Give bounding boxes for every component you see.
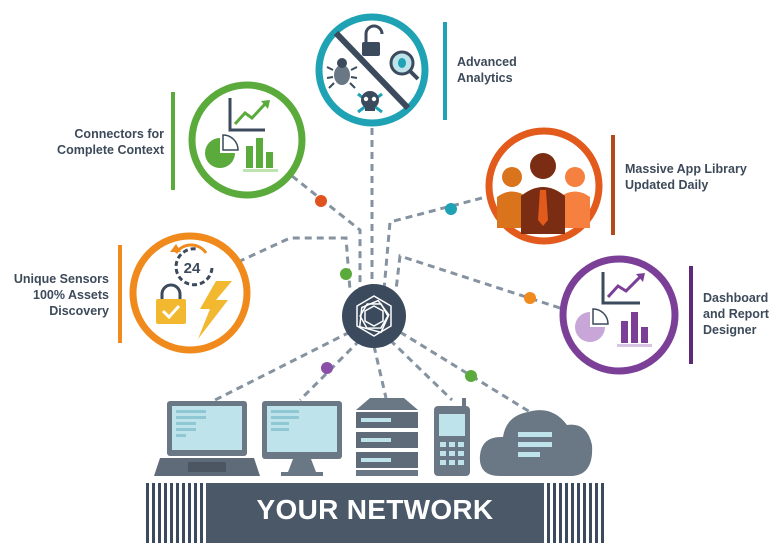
dashboard-label-line3: Designer <box>703 323 757 337</box>
skull-crossbones-icon <box>357 91 383 114</box>
clock-number: 24 <box>184 260 201 277</box>
bar-chart-icon <box>617 312 652 347</box>
dashboard-circle <box>559 255 679 375</box>
analytics-label: Advanced Analytics <box>457 54 567 86</box>
line-dashboard <box>394 254 561 310</box>
lightning-bolt-icon <box>198 281 232 339</box>
magnifier-bug-icon <box>389 50 420 81</box>
connectors-label-line2: Complete Context <box>57 143 164 157</box>
dashboard-label-line1: Dashboard <box>703 291 769 305</box>
line-sensors <box>237 236 352 291</box>
connectors-circle <box>188 81 306 199</box>
pie-chart-icon <box>205 134 239 168</box>
app-library-accent-bar <box>611 135 615 235</box>
dot-orange <box>524 292 536 304</box>
people-group-icon <box>497 153 590 234</box>
app-library-label: Massive App Library Updated Daily <box>625 161 775 193</box>
dashboard-accent-bar <box>689 266 693 364</box>
bar-chart-icon <box>243 138 278 172</box>
pie-chart-icon <box>575 308 609 342</box>
bug-icon <box>326 58 358 89</box>
line-chart-icon <box>601 272 645 305</box>
app-library-label-line2: Updated Daily <box>625 178 709 192</box>
sensors-accent-bar <box>118 245 122 343</box>
line-app-library <box>382 196 483 291</box>
laptop-icon <box>154 401 260 476</box>
sensors-label-line2: 100% Assets <box>33 288 109 302</box>
analytics-label-line2: Analytics <box>457 71 513 85</box>
dot-green-2 <box>465 370 477 382</box>
dot-teal <box>445 203 457 215</box>
analytics-circle <box>315 13 429 127</box>
dot-purple <box>321 362 333 374</box>
analytics-label-line1: Advanced <box>457 55 517 69</box>
sensors-label: Unique Sensors 100% Assets Discovery <box>4 271 109 319</box>
monitor-icon <box>262 401 342 476</box>
dashboard-label-line2: and Report <box>703 307 769 321</box>
line-connectors <box>291 174 362 290</box>
dot-green <box>340 268 352 280</box>
unlocked-padlock-icon <box>362 24 384 56</box>
network-label: YOUR NETWORK <box>256 494 494 525</box>
connectors-accent-bar <box>171 92 175 190</box>
banner-stripes-right <box>547 483 604 543</box>
banner-stripes-left <box>146 483 203 543</box>
app-library-circle <box>485 127 603 245</box>
line-laptop <box>214 330 351 402</box>
line-server <box>372 345 388 399</box>
sensors-label-line3: Discovery <box>49 304 109 318</box>
clock-24-icon: 24 <box>170 243 214 287</box>
line-chart-icon <box>228 98 270 132</box>
line-cloud <box>399 330 531 414</box>
analytics-accent-bar <box>443 22 447 120</box>
server-rack-icon <box>356 398 418 476</box>
dot-orange-red <box>315 195 327 207</box>
sensors-circle: 24 <box>129 232 251 354</box>
app-library-label-line1: Massive App Library <box>625 162 747 176</box>
phone-icon <box>434 398 470 476</box>
network-banner <box>146 483 604 543</box>
sensors-label-line1: Unique Sensors <box>13 272 109 286</box>
line-phone <box>388 338 454 402</box>
connectors-label: Connectors for Complete Context <box>28 126 164 158</box>
connector-dots <box>315 195 536 382</box>
connectors-label-line1: Connectors for <box>74 127 164 141</box>
dashboard-label: Dashboard and Report Designer <box>703 290 777 338</box>
padlock-check-icon <box>156 283 186 324</box>
hub <box>342 284 406 348</box>
cloud-icon <box>479 410 593 476</box>
